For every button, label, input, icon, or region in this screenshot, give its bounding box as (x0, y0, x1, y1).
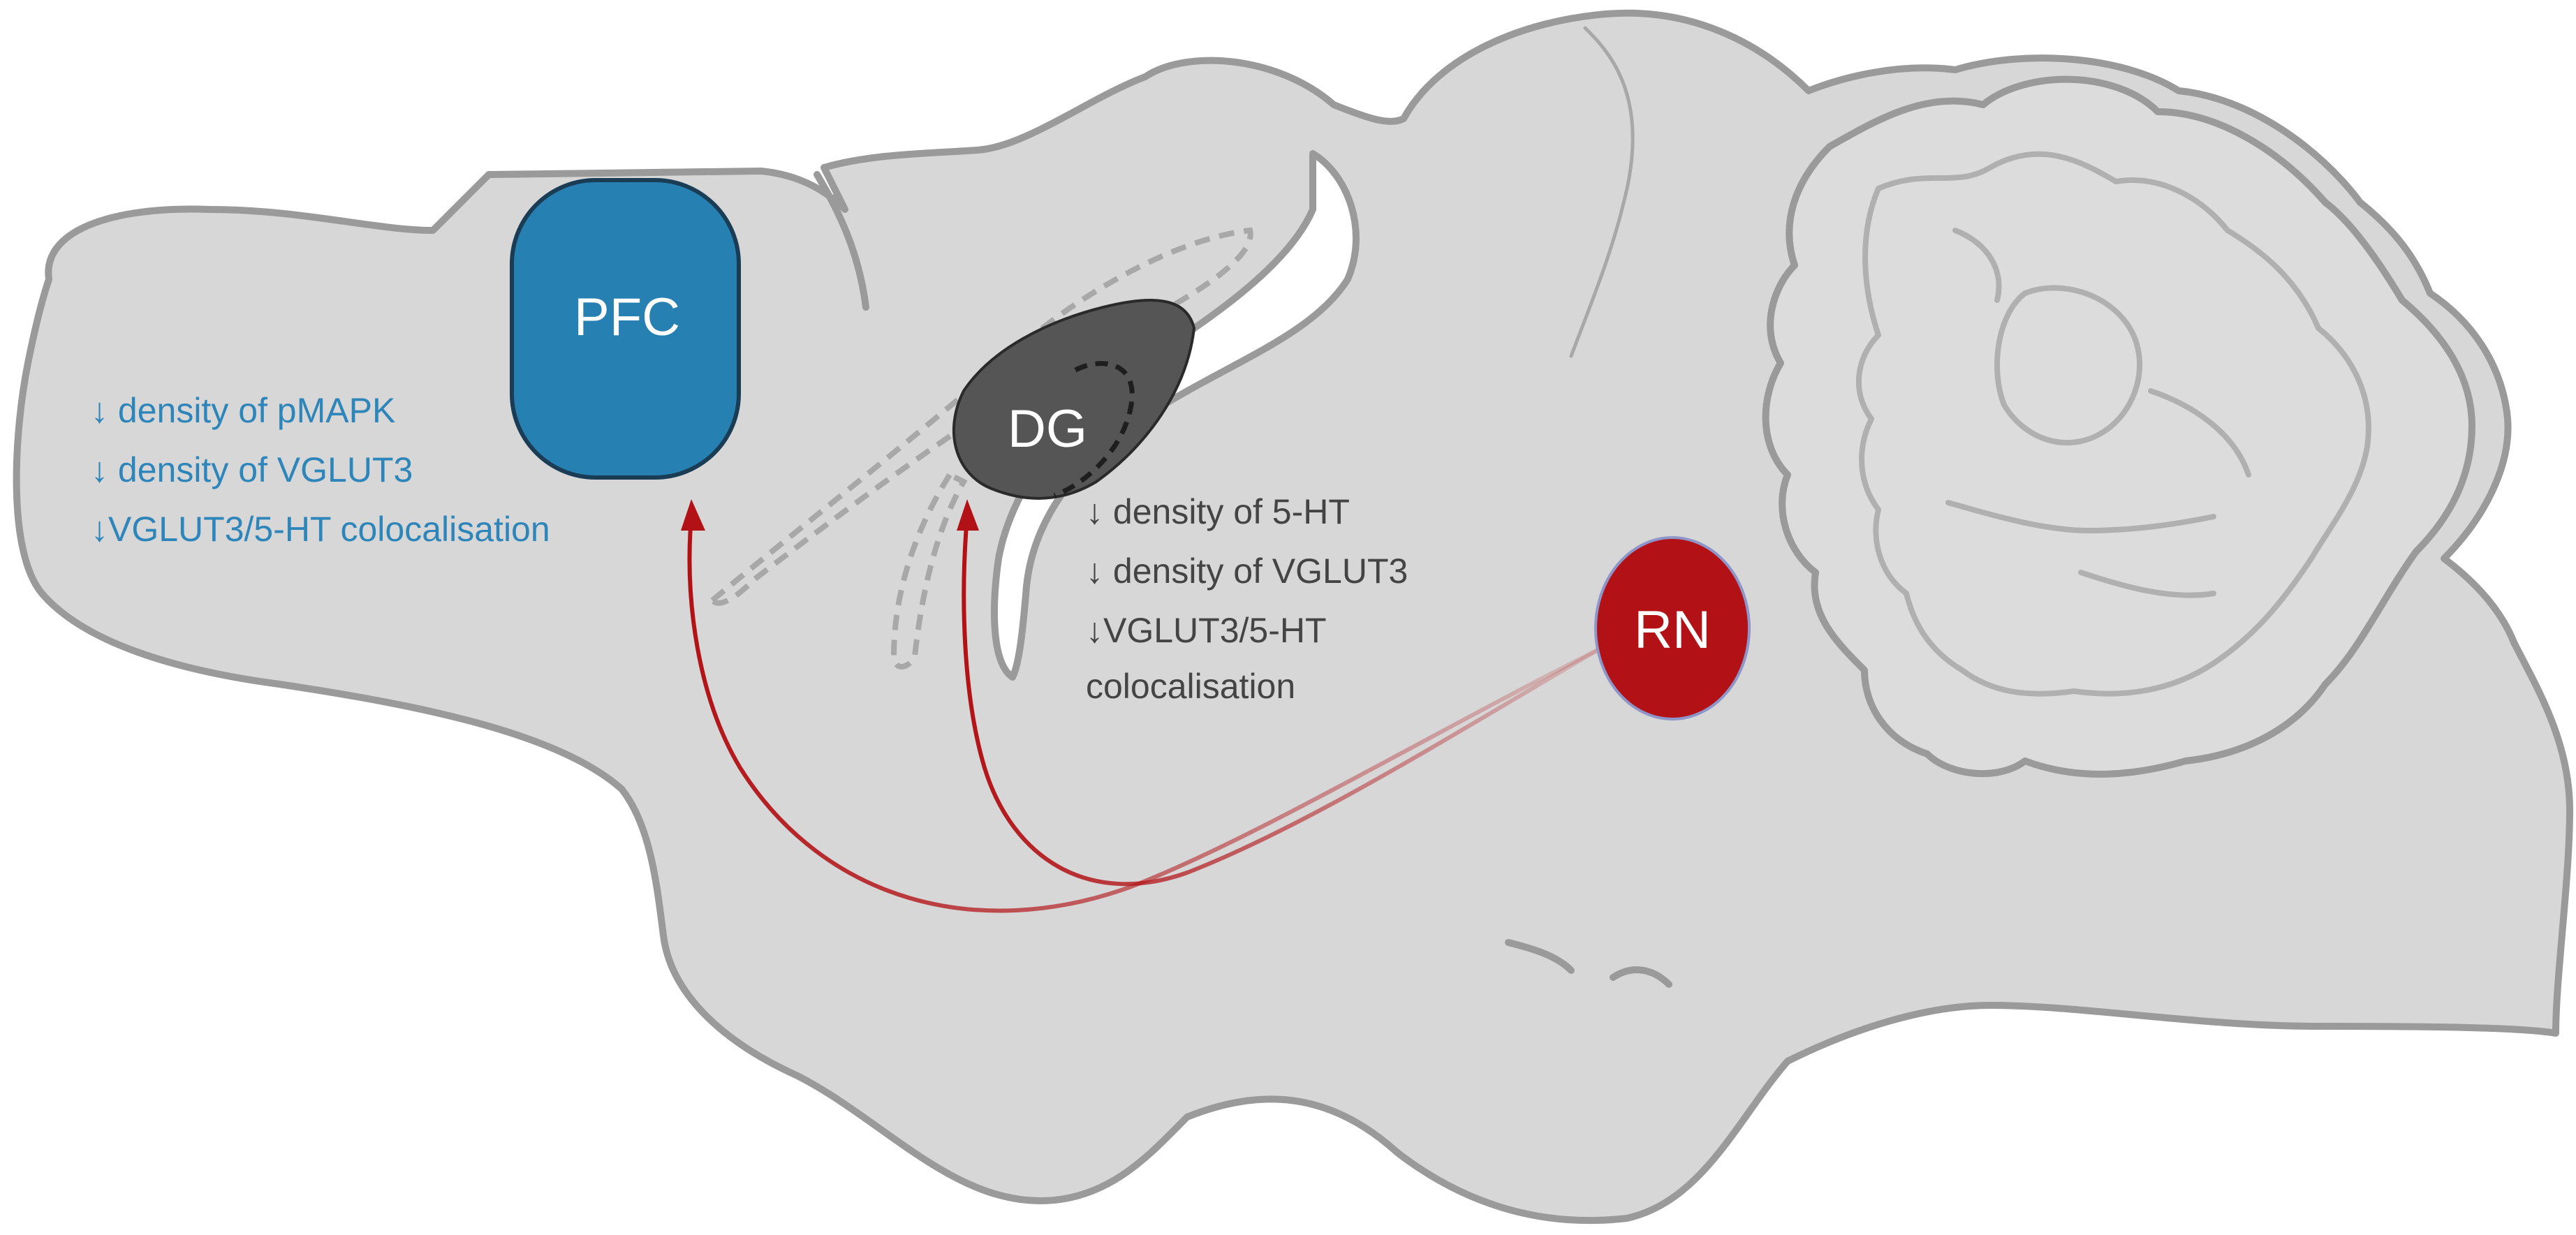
dg-annotation: ↓ density of 5-HT ↓ density of VGLUT3 ↓V… (1086, 492, 1408, 706)
hippocampus-dashed-outline (890, 471, 968, 670)
pfc-annotation: ↓ density of pMAPK ↓ density of VGLUT3 ↓… (91, 391, 550, 549)
pfc-label: PFC (574, 288, 680, 347)
rn-region: RN (1594, 536, 1751, 720)
pfc-region: PFC (510, 178, 741, 480)
cerebellum (1762, 75, 2475, 778)
pfc-effect-line: ↓VGLUT3/5-HT colocalisation (91, 510, 550, 549)
dg-region: DG (952, 299, 1196, 500)
dg-effect-line: colocalisation (1086, 667, 1295, 706)
brainstem-notch (1610, 966, 1672, 988)
projection-to-dg (962, 516, 1600, 887)
rn-label: RN (1634, 600, 1711, 660)
dg-effect-line: ↓ density of 5-HT (1086, 492, 1350, 531)
cortical-sulcus (814, 171, 869, 311)
dg-effect-line: ↓ density of VGLUT3 (1086, 552, 1408, 591)
pfc-effect-line: ↓ density of pMAPK (91, 391, 395, 430)
dg-effect-line: ↓VGLUT3/5-HT (1086, 611, 1327, 650)
brainstem-notch (1505, 939, 1575, 974)
pfc-effect-line: ↓ density of VGLUT3 (91, 450, 413, 489)
dg-label: DG (1008, 399, 1087, 459)
arrowhead-pfc (681, 499, 705, 531)
hippocampus-dashed-outline (708, 227, 1253, 606)
projection-to-pfc (687, 516, 1600, 913)
arrowhead-dg (957, 499, 979, 531)
cortical-sulcus (1569, 26, 1635, 358)
